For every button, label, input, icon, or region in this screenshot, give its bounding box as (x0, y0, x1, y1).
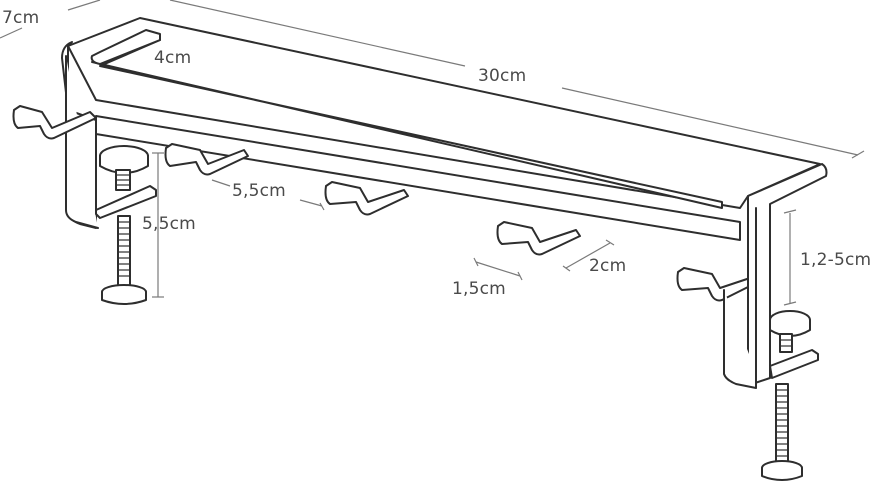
dimension-hook-gap-label: 2cm (589, 256, 627, 276)
left-clamp (61, 41, 157, 305)
shelf-body (67, 17, 821, 241)
dimension-lip-label: 4cm (154, 48, 192, 68)
right-clamp (723, 163, 828, 481)
dimension-hook-width-label: 1,5cm (452, 279, 506, 299)
dimension-clamp-range-label: 1,2-5cm (800, 250, 872, 270)
dimension-depth-label: 7cm (2, 8, 40, 28)
dimension-clamp-height-label: 5,5cm (142, 214, 196, 234)
hook-left (12, 105, 97, 140)
dimension-hook-spacing-label: 5,5cm (232, 181, 286, 201)
dimension-length-label: 30cm (478, 66, 527, 86)
